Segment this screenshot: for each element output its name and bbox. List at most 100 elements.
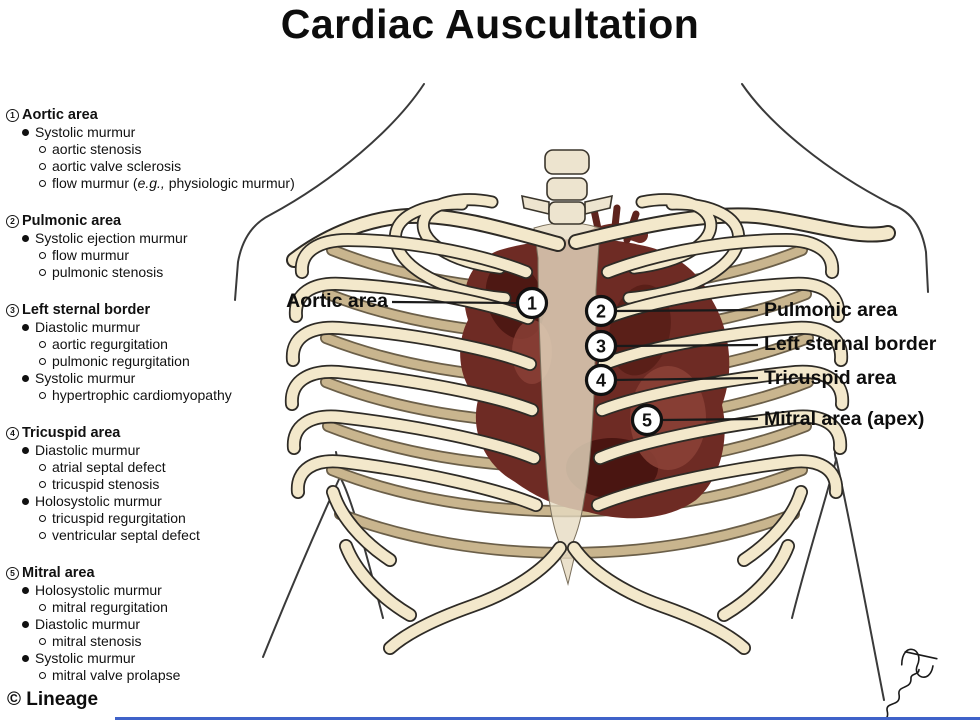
section-title: Aortic area: [22, 106, 98, 123]
legend-item: Holosystolic murmur: [22, 582, 311, 599]
legend-item: Holosystolic murmur: [22, 493, 311, 510]
legend-item: flow murmur (e.g., physiologic murmur): [39, 175, 311, 192]
section-number-badge: 1: [6, 108, 19, 122]
artist-signature: [876, 648, 938, 720]
svg-text:3: 3: [596, 336, 606, 356]
legend-item-text: mitral valve prolapse: [52, 667, 181, 683]
callout-lines: [391, 300, 759, 422]
bullet-open-icon: [39, 515, 46, 522]
page-title: Cardiac Auscultation: [280, 1, 700, 47]
legend-item-text: pulmonic regurgitation: [52, 353, 190, 369]
legend-item-text: Holosystolic murmur: [35, 493, 162, 509]
section-title: Left sternal border: [22, 301, 151, 318]
legend-item-text: atrial septal defect: [52, 459, 166, 475]
legend-item-text: hypertrophic cardiomyopathy: [52, 387, 232, 403]
bullet-open-icon: [39, 464, 46, 471]
marker-3: 3: [584, 329, 618, 363]
bullet-open-icon: [39, 269, 46, 276]
bullet-open-icon: [39, 146, 46, 153]
label-aortic-area: Aortic area: [286, 290, 388, 312]
label-mitral-area: Mitral area (apex): [764, 408, 925, 430]
legend-item-text: ventricular septal defect: [52, 527, 200, 543]
legend-item-text: Systolic ejection murmur: [35, 230, 188, 246]
bullet-filled-icon: [22, 498, 29, 505]
legend-item-text: Systolic murmur: [35, 124, 136, 140]
bullet-open-icon: [39, 672, 46, 679]
bullet-filled-icon: [22, 587, 29, 594]
section-number-badge: 5: [6, 566, 19, 580]
legend-item: pulmonic regurgitation: [39, 353, 311, 370]
rib-cage: [284, 200, 842, 655]
svg-text:2: 2: [596, 301, 606, 321]
legend-item-text: Holosystolic murmur: [35, 582, 162, 598]
section-number-badge: 3: [6, 303, 19, 317]
section-number-badge: 4: [6, 426, 19, 440]
marker-2: 2: [584, 294, 618, 328]
bullet-open-icon: [39, 481, 46, 488]
bullet-filled-icon: [22, 235, 29, 242]
svg-text:1: 1: [527, 293, 537, 313]
section-number-badge: 2: [6, 214, 19, 228]
bullet-open-icon: [39, 532, 46, 539]
legend-item: tricuspid stenosis: [39, 476, 311, 493]
bullet-filled-icon: [22, 655, 29, 662]
legend-item-text: tricuspid regurgitation: [52, 510, 186, 526]
bullet-filled-icon: [22, 324, 29, 331]
legend-item-text: aortic regurgitation: [52, 336, 168, 352]
legend-item: Systolic ejection murmur: [22, 230, 311, 247]
legend-item-text: pulmonic stenosis: [52, 264, 164, 280]
legend-item-text: aortic stenosis: [52, 141, 142, 157]
legend-item-text: Diastolic murmur: [35, 319, 141, 335]
legend-item: aortic stenosis: [39, 141, 311, 158]
legend-item-text: flow murmur (e.g., physiologic murmur): [52, 175, 295, 191]
legend-item: Diastolic murmur: [22, 319, 311, 336]
label-pulmonic-area: Pulmonic area: [764, 299, 898, 321]
svg-text:5: 5: [642, 410, 652, 430]
legend-item-text: mitral stenosis: [52, 633, 142, 649]
section-title: Tricuspid area: [22, 424, 121, 441]
legend-item: Systolic murmur: [22, 124, 311, 141]
section-title: Mitral area: [22, 564, 95, 581]
legend-item: Systolic murmur: [22, 650, 311, 667]
bullet-filled-icon: [22, 375, 29, 382]
legend-item: Diastolic murmur: [22, 616, 311, 633]
label-left-sternal-border: Left sternal border: [764, 333, 937, 355]
svg-text:4: 4: [596, 370, 606, 390]
marker-1: 1: [515, 286, 549, 320]
legend-item-text: mitral regurgitation: [52, 599, 168, 615]
bullet-open-icon: [39, 604, 46, 611]
legend-item: Diastolic murmur: [22, 442, 311, 459]
label-tricuspid-area: Tricuspid area: [764, 367, 897, 389]
legend-item-text: aortic valve sclerosis: [52, 158, 182, 174]
bullet-filled-icon: [22, 621, 29, 628]
bullet-open-icon: [39, 358, 46, 365]
legend-item-text: Systolic murmur: [35, 650, 136, 666]
legend-item-text: Systolic murmur: [35, 370, 136, 386]
bullet-open-icon: [39, 163, 46, 170]
sternum: [533, 222, 601, 586]
bullet-open-icon: [39, 341, 46, 348]
bullet-open-icon: [39, 392, 46, 399]
bullet-open-icon: [39, 638, 46, 645]
vertebrae: [521, 149, 613, 225]
legend-item-text: Diastolic murmur: [35, 442, 141, 458]
legend-item-text: flow murmur: [52, 247, 130, 263]
bottom-rule: [115, 717, 980, 720]
legend-item: Systolic murmur: [22, 370, 311, 387]
bullet-open-icon: [39, 180, 46, 187]
legend-item: pulmonic stenosis: [39, 264, 311, 281]
legend-item: ventricular septal defect: [39, 527, 311, 544]
auscultation-markers: 1 2 3 4 5: [515, 286, 664, 437]
copyright-lineage: © Lineage: [7, 689, 99, 710]
